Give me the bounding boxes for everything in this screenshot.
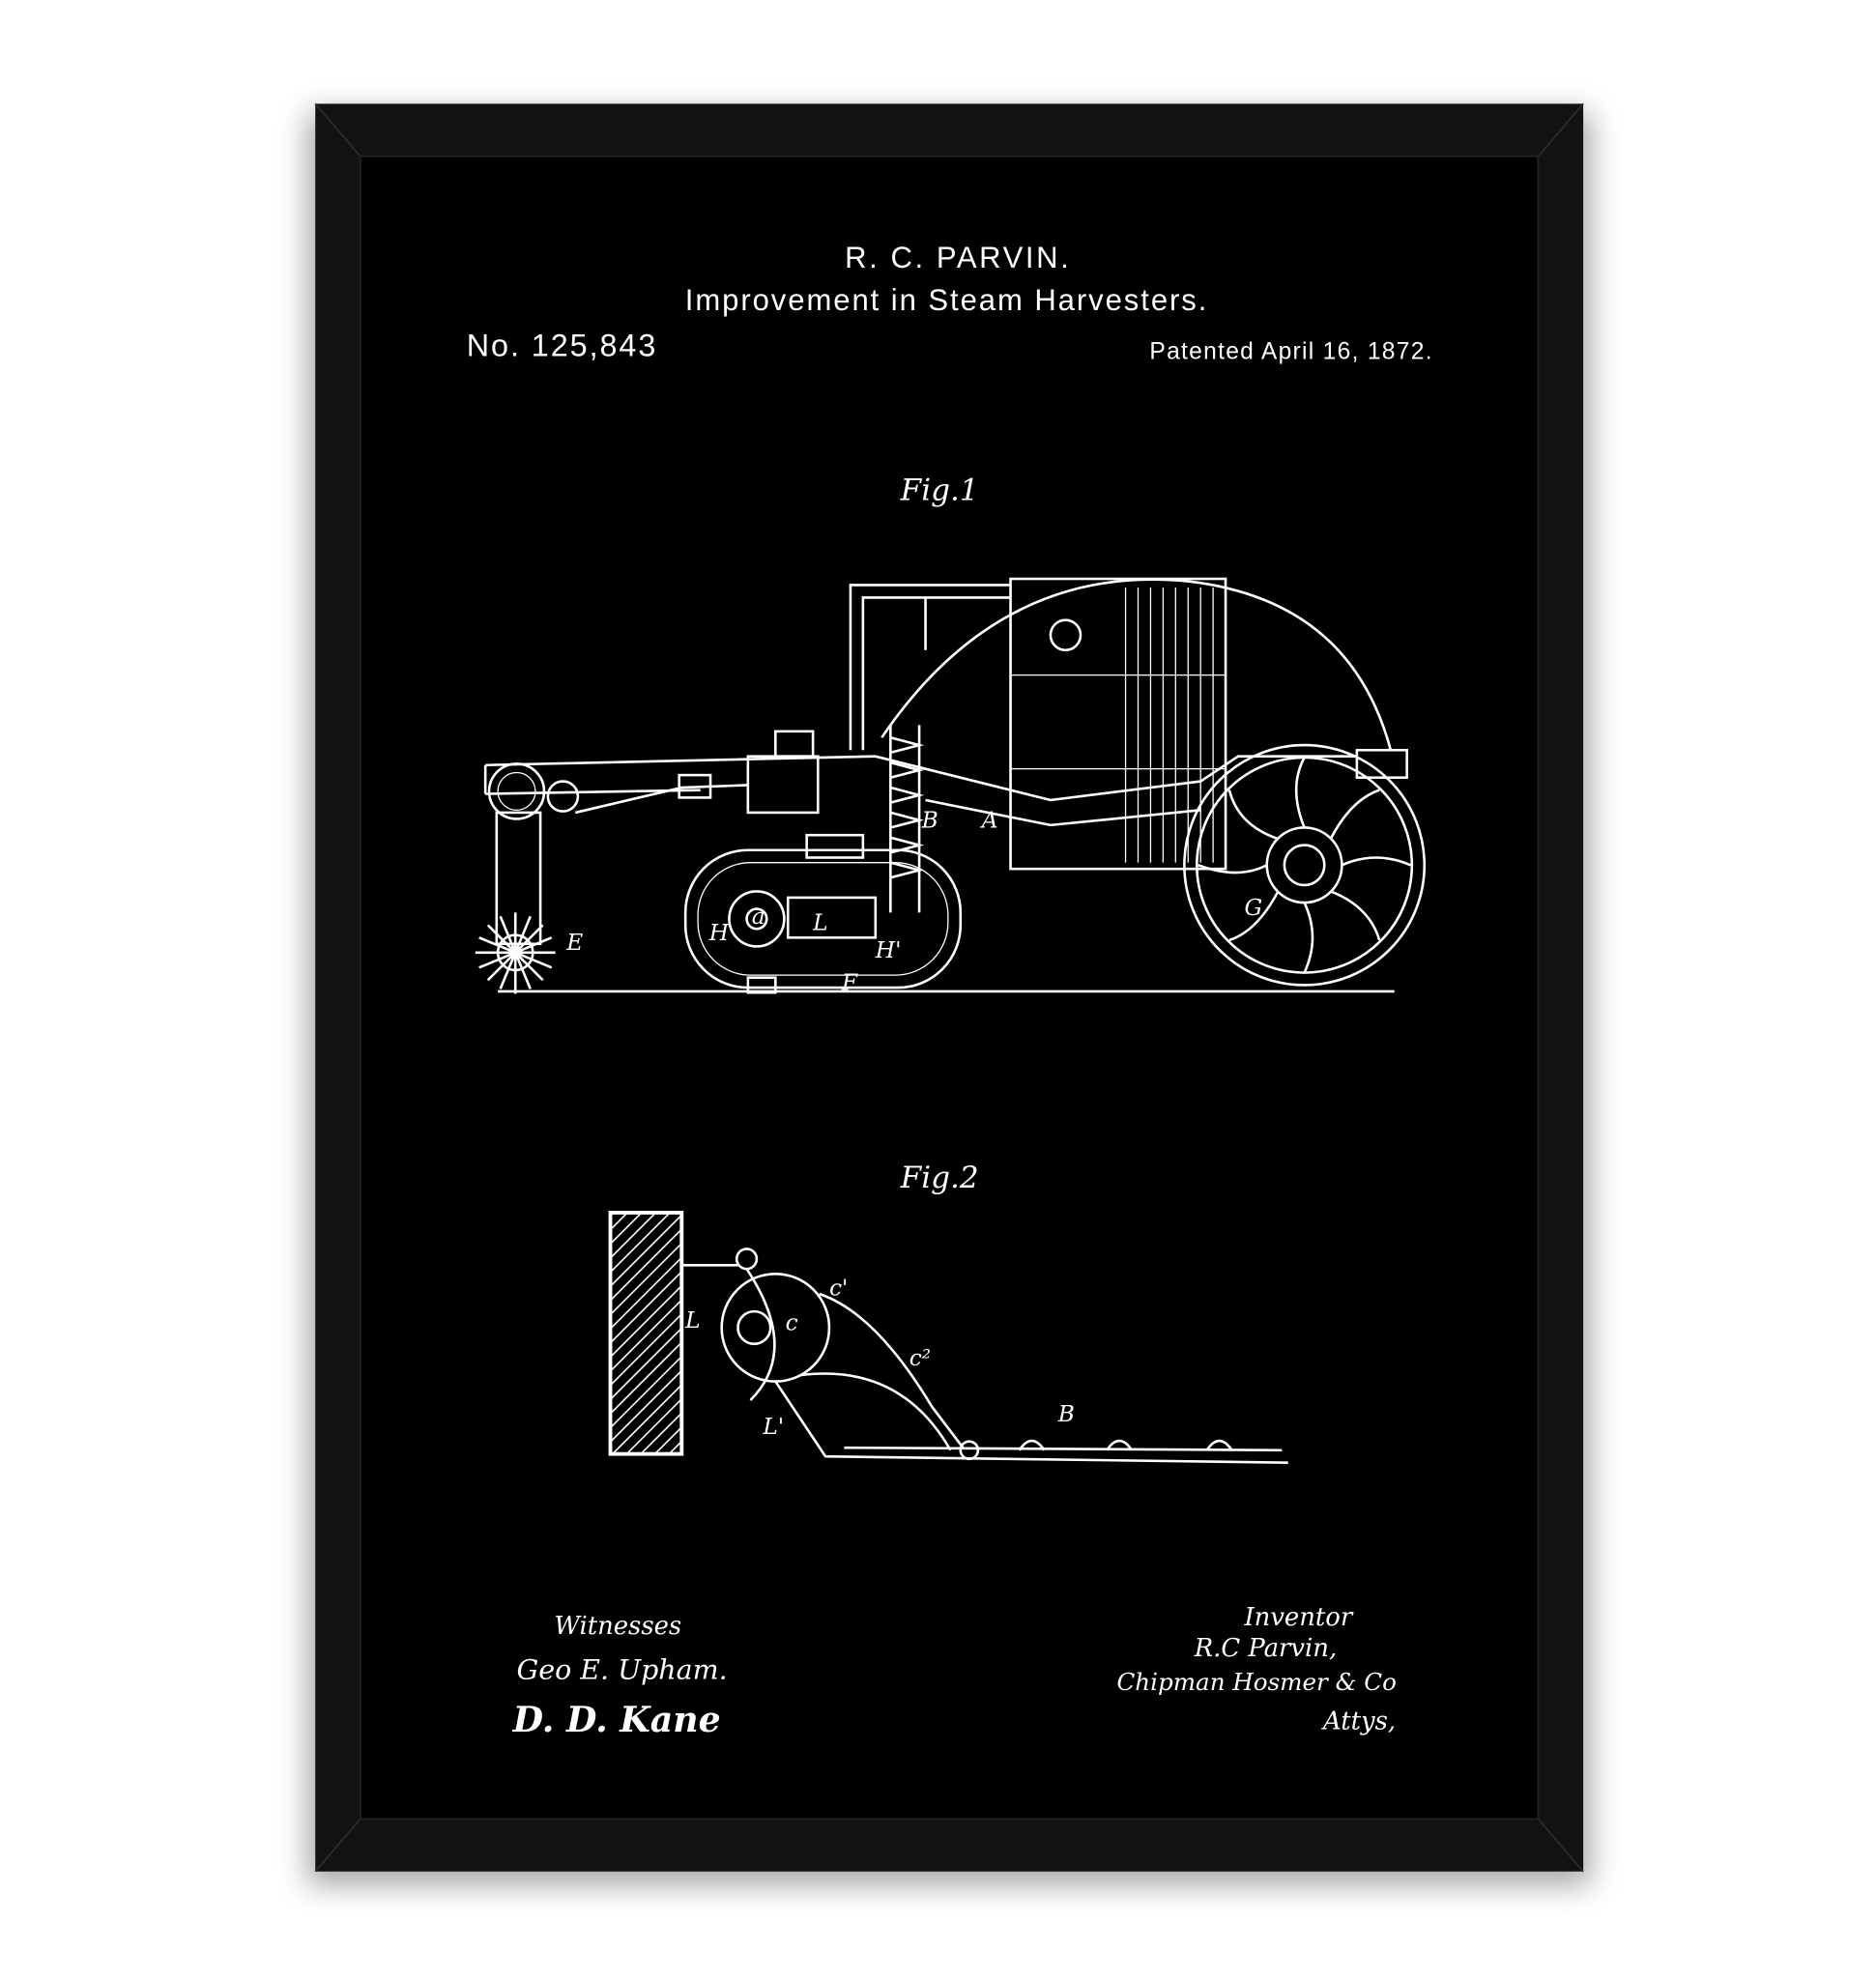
- fig1-letter-f: F: [841, 970, 858, 996]
- fig1-letter-h2: H': [875, 937, 902, 963]
- frame-bevels: [314, 102, 1584, 1873]
- patent-title: Improvement in Steam Harvesters.: [685, 283, 1209, 317]
- inventor-name: R. C. PARVIN.: [845, 241, 1071, 274]
- inventor-label: Inventor: [1243, 1603, 1353, 1632]
- fig1-steam-harvester-drawing: A B E G H H' F L a: [475, 577, 1427, 996]
- fig1-letter-e: E: [565, 930, 583, 956]
- fig2-label: Fig.2: [900, 1161, 979, 1195]
- fig2-letter-c1: c': [829, 1275, 848, 1301]
- fig2-letter-b: B: [1057, 1401, 1075, 1427]
- fig1-letter-b: B: [921, 807, 938, 833]
- patent-number: No. 125,843: [467, 329, 658, 363]
- fig2-letter-l2: L': [762, 1414, 784, 1440]
- fig1-letter-h: H: [708, 920, 730, 946]
- fig1-label: Fig.1: [900, 473, 979, 507]
- witnesses-label: Witnesses: [554, 1612, 681, 1641]
- fig2-letter-c2: c²: [909, 1345, 931, 1371]
- witness-signature-1: Geo E. Upham.: [517, 1654, 728, 1686]
- fig1-letter-g: G: [1244, 895, 1262, 921]
- fig1-letter-a: A: [980, 807, 998, 833]
- attorneys-signature: Chipman Hosmer & Co: [1117, 1668, 1397, 1696]
- attys-label: Attys,: [1321, 1707, 1396, 1735]
- witness-signature-2: D. D. Kane: [512, 1699, 721, 1740]
- fig1-letter-l: L: [812, 910, 827, 936]
- fig2-cutter-bar-drawing: L c c' c² L' B: [608, 1210, 1288, 1464]
- fig2-letter-l: L: [684, 1307, 700, 1334]
- patent-date: Patented April 16, 1872.: [1149, 338, 1432, 364]
- fig2-letter-c: c: [786, 1310, 798, 1336]
- fig1-letter-a-small: a: [752, 903, 765, 930]
- poster-mat: [359, 155, 1540, 1821]
- inventor-signature: R.C Parvin,: [1194, 1634, 1337, 1663]
